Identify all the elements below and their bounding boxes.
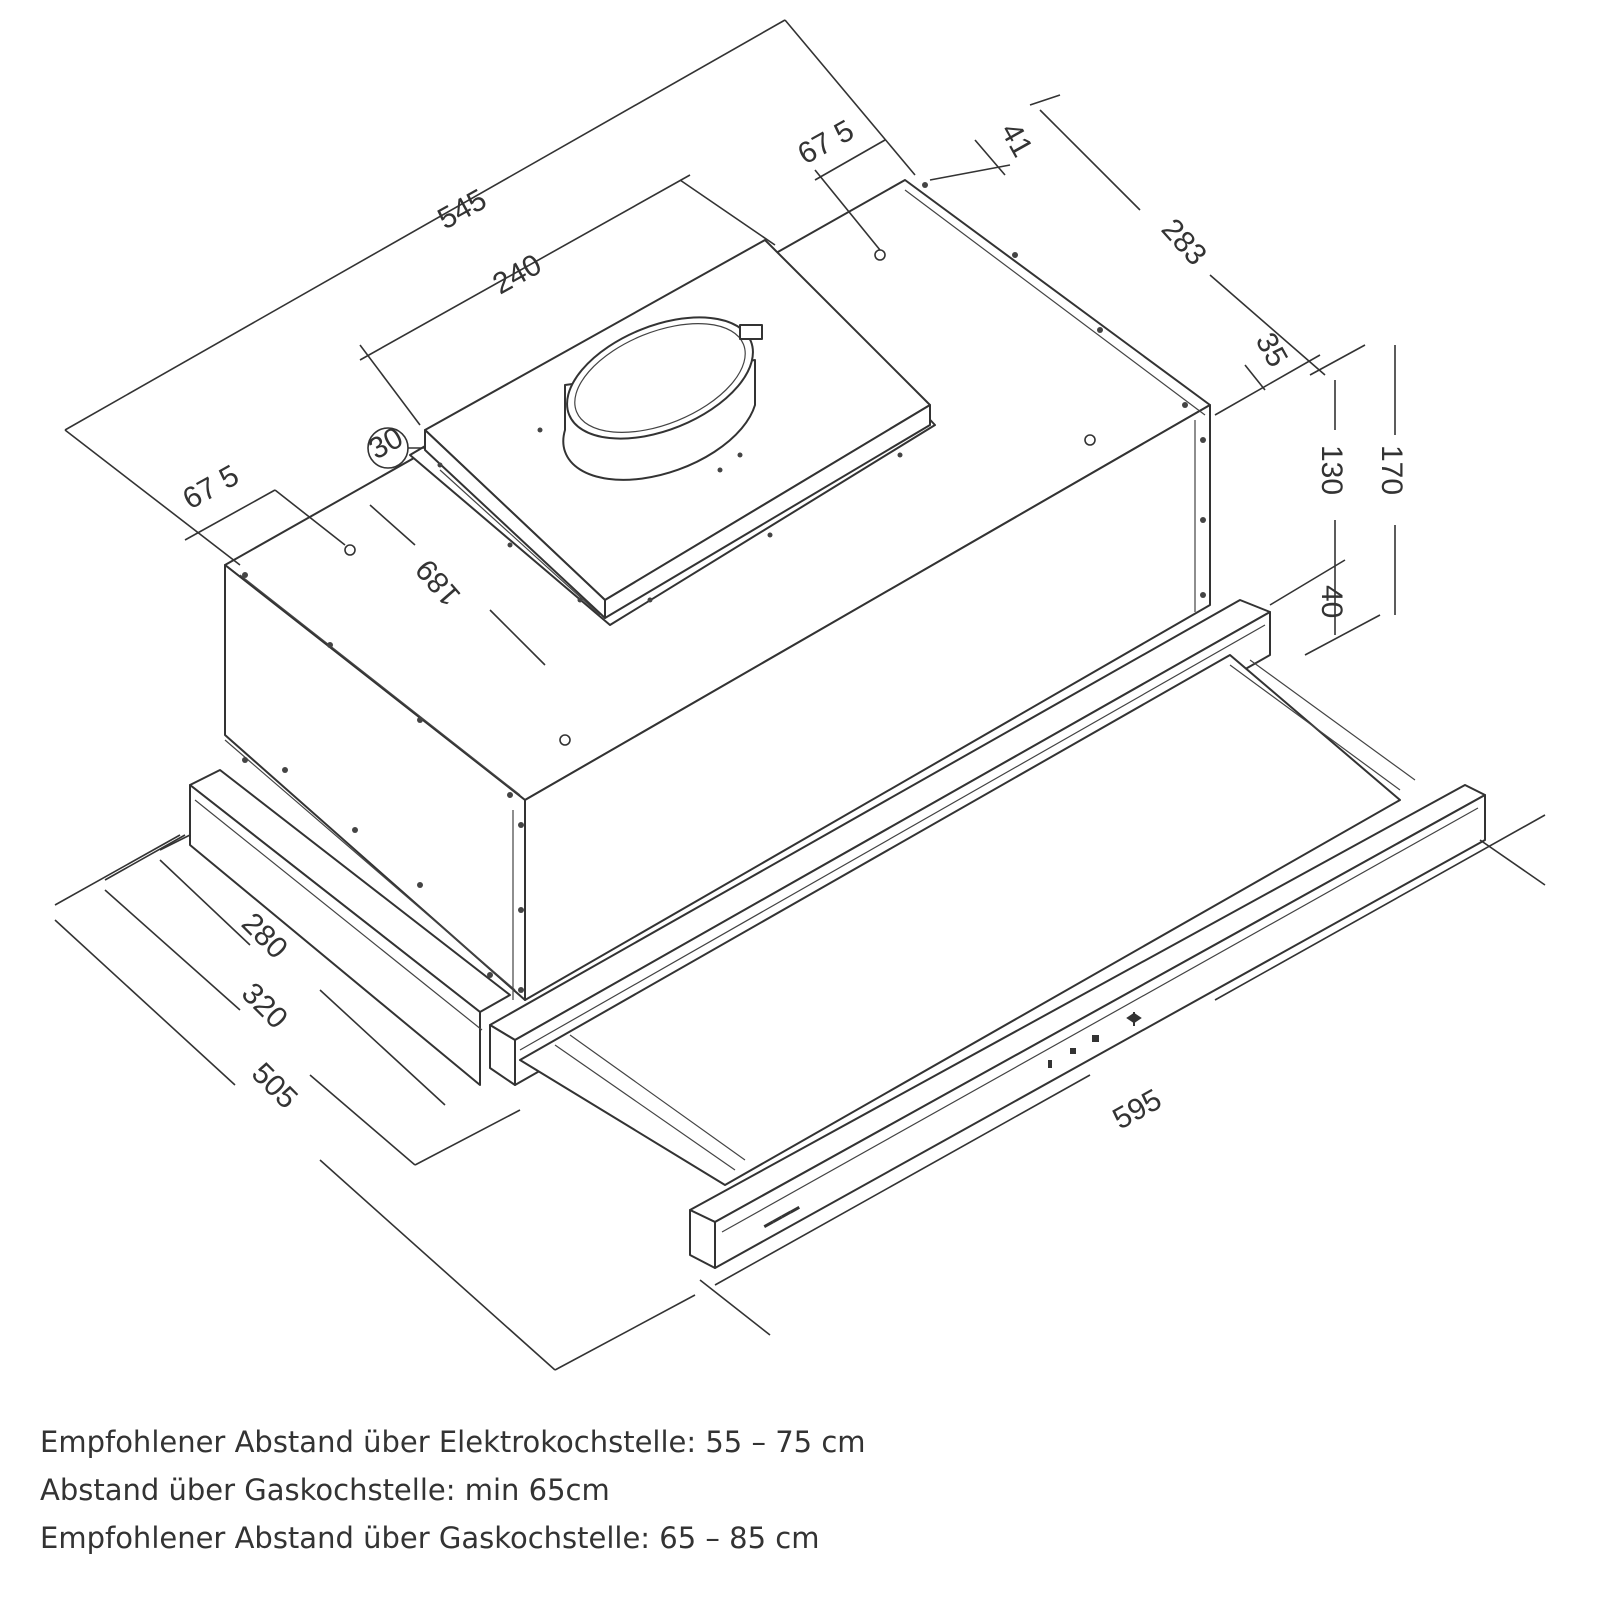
dim-320: 320 xyxy=(235,977,294,1036)
installation-notes: Empfohlener Abstand über Elektrokochstel… xyxy=(40,1418,1560,1562)
left-slide-trim-front xyxy=(189,784,481,1086)
fan-high-button-icon[interactable] xyxy=(1092,1035,1099,1042)
dimension-lines xyxy=(54,19,1546,1371)
mounting-hole xyxy=(344,544,356,556)
dim-67-5-left: 67 5 xyxy=(177,459,244,516)
light-button-icon[interactable] xyxy=(1048,1060,1052,1068)
dim-283: 283 xyxy=(1155,213,1213,272)
flange-screws xyxy=(242,182,1206,993)
dim-41: 41 xyxy=(994,117,1039,162)
control-buttons xyxy=(1048,1012,1142,1068)
dim-595: 595 xyxy=(1107,1083,1167,1136)
fan-icon[interactable] xyxy=(1126,1012,1142,1026)
duct-collar xyxy=(562,316,763,481)
dim-170: 170 xyxy=(1375,445,1408,495)
dim-30: 30 xyxy=(363,421,408,466)
dim-40: 40 xyxy=(1315,585,1348,618)
dim-35: 35 xyxy=(1249,327,1294,372)
mounting-hole xyxy=(874,249,886,261)
dim-67-5-top: 67 5 xyxy=(792,114,859,171)
hood-side-face xyxy=(524,404,1211,1001)
note-electric-distance: Empfohlener Abstand über Elektrokochstel… xyxy=(40,1425,866,1459)
fan-low-button-icon[interactable] xyxy=(1070,1048,1076,1054)
note-gas-min-distance: Abstand über Gaskochstelle: min 65cm xyxy=(40,1473,610,1507)
mounting-hole xyxy=(559,734,571,746)
dim-240: 240 xyxy=(487,248,547,301)
front-control-panel: ▬▬▬▬ xyxy=(689,784,1486,1269)
dim-130: 130 xyxy=(1315,445,1348,495)
dim-505: 505 xyxy=(245,1057,304,1116)
note-gas-recommended-distance: Empfohlener Abstand über Gaskochstelle: … xyxy=(40,1521,820,1555)
slide-out-tray xyxy=(519,654,1416,1186)
mounting-hole xyxy=(1084,434,1096,446)
range-hood-technical-drawing: ▬▬▬▬ xyxy=(54,19,1546,1371)
